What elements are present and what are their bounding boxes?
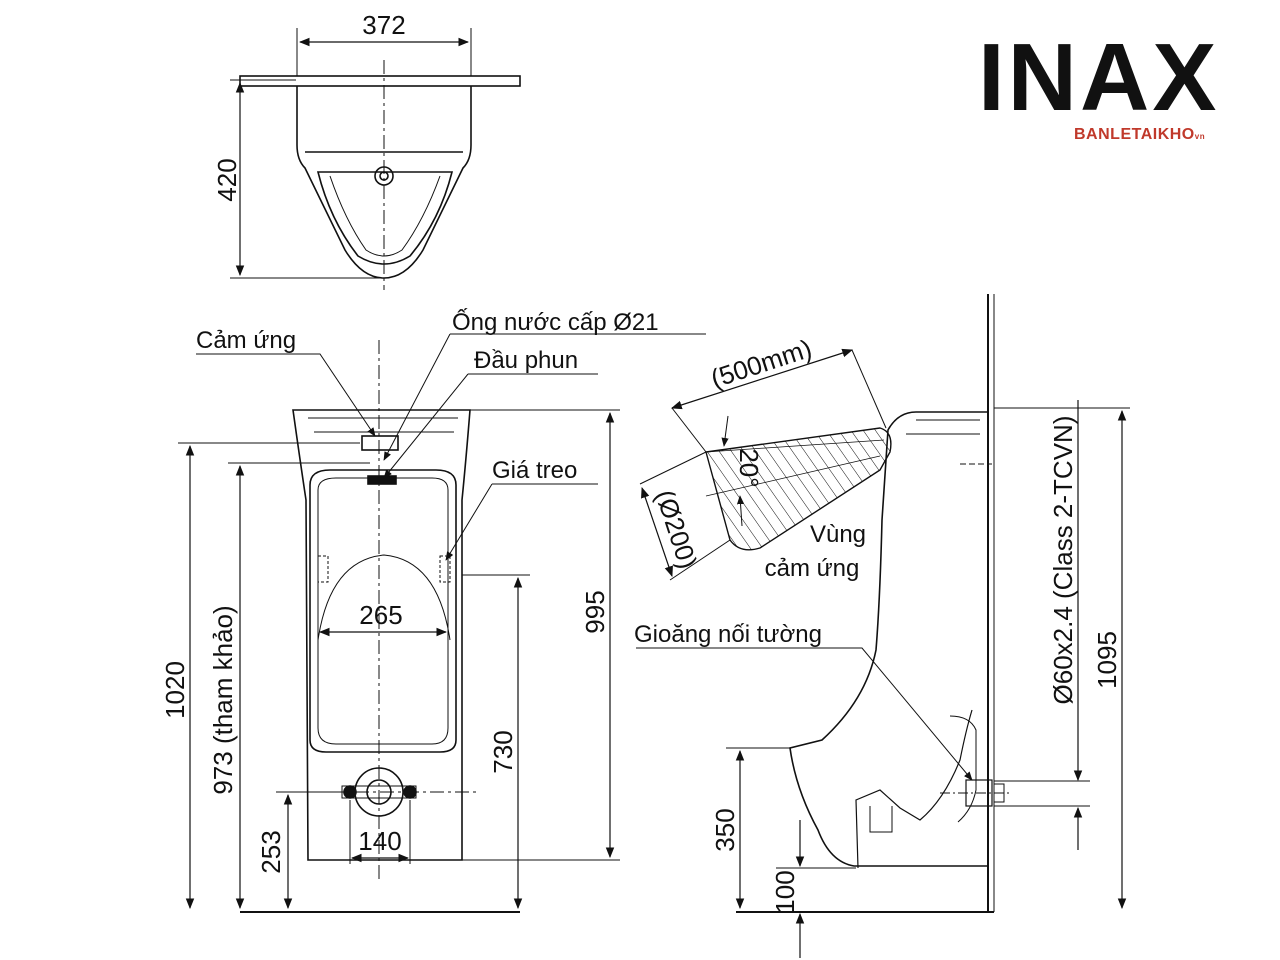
supply-pipe-label: Ống nước cấp Ø21 — [452, 308, 659, 336]
spray-head-label: Đầu phun — [474, 347, 578, 374]
watermark: BANLETAIKHOvn — [1074, 126, 1205, 144]
top-depth-dim: 420 — [212, 158, 242, 201]
sensing-zone-label-1: Vùng — [810, 521, 866, 548]
height-350-dim: 350 — [710, 808, 740, 851]
hanger-label: Giá treo — [492, 457, 577, 484]
top-width-dim: 372 — [362, 10, 405, 40]
wall-gasket-label: Gioăng nối tường — [634, 621, 822, 648]
outlet-height-dim: 253 — [256, 830, 286, 873]
reference-height-dim: 973 (tham khảo) — [208, 605, 238, 794]
front-view — [178, 333, 706, 913]
outlet-spacing-dim: 140 — [358, 826, 401, 856]
height-1095-dim: 1095 — [1092, 631, 1122, 689]
angle-dim: 20° — [734, 448, 764, 487]
pipe-spec-label: Ø60x2.4 (Class 2-TCVN) — [1048, 416, 1078, 705]
range-dim: (500mm) — [707, 333, 815, 394]
watermark-suffix: vn — [1194, 132, 1206, 141]
height-100-dim: 100 — [770, 870, 800, 913]
sensor-label: Cảm ứng — [196, 327, 296, 354]
height-995-dim: 995 — [580, 590, 610, 633]
total-height-dim: 1020 — [160, 661, 190, 719]
diameter-dim: (Ø200) — [650, 486, 704, 572]
top-view — [230, 28, 521, 290]
watermark-text: BANLETAIKHO — [1074, 126, 1195, 143]
inax-logo: INAX — [978, 24, 1220, 131]
sensing-zone-label-2: cảm ứng — [765, 555, 860, 582]
side-view — [636, 294, 1130, 958]
bowl-width-dim: 265 — [359, 600, 402, 630]
hanger-height-dim: 730 — [488, 730, 518, 773]
